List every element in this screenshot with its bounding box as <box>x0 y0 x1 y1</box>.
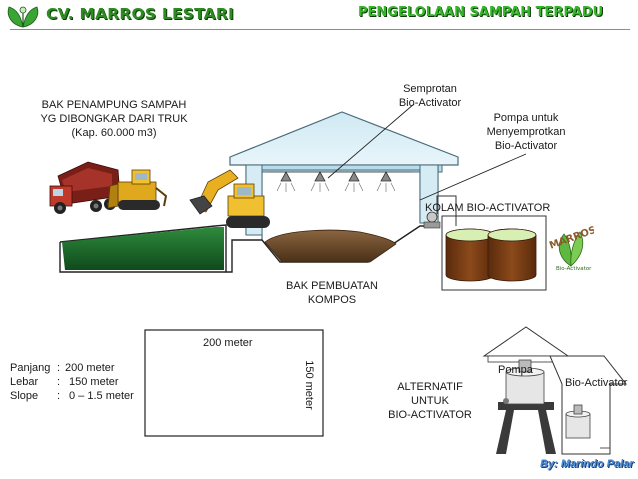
plot-width-label: 200 meter <box>203 337 253 349</box>
bak-penampung-label: BAK PENAMPUNG SAMPAH YG DIBONGKAR DARI T… <box>24 98 204 140</box>
bio-activator-label: Bio-Activator <box>565 377 628 389</box>
pump-unit-icon <box>423 195 457 229</box>
alternatif-line-1: ALTERNATIF <box>397 381 463 393</box>
semprotan-label: Semprotan Bio-Activator <box>390 82 470 110</box>
spec-row-lebar: Lebar : 150 meter <box>10 375 134 389</box>
pompa-menyemprot-line-3: Bio-Activator <box>494 140 558 152</box>
header-divider <box>10 29 630 30</box>
bulldozer <box>107 169 168 210</box>
plot-outline <box>144 329 324 437</box>
pompa-menyemprot-line-2: Menyemprotkan <box>486 126 566 138</box>
bak-penampung-line-2: YG DIBONGKAR DARI TRUK <box>40 113 188 125</box>
sprayer-pipe <box>268 171 412 192</box>
bak-penampung-line-3: (Kap. 60.000 m3) <box>71 127 157 139</box>
spec-sep: : <box>57 362 61 374</box>
pompa-menyemprot-line-1: Pompa untuk <box>493 112 559 124</box>
excavator <box>189 169 270 228</box>
kolam-tanks <box>441 215 547 291</box>
callout-lines <box>327 103 527 201</box>
marros-logo: MARROS Bio-Activator <box>548 225 598 272</box>
spec-sep: : <box>57 390 61 402</box>
pompa-label: Pompa <box>498 364 533 376</box>
page-title: PENGELOLAAN SAMPAH TERPADU <box>358 5 604 20</box>
author-credit: By: Marindo Palar <box>540 458 634 470</box>
semprotan-line-2: Bio-Activator <box>398 97 462 109</box>
spec-row-panjang: Panjang : 200 meter <box>10 361 134 375</box>
alternatif-line-2: UNTUK <box>411 395 449 407</box>
spec-row-slope: Slope : 0 – 1.5 meter <box>10 389 134 403</box>
spec-value: 200 meter <box>65 362 115 374</box>
pompa-menyemprot-label: Pompa untuk Menyemprotkan Bio-Activator <box>476 111 576 153</box>
svg-text:Bio-Activator: Bio-Activator <box>556 266 592 272</box>
company-name: CV. MARROS LESTARI <box>46 5 234 23</box>
bak-pembuatan-line-2: KOMPOS <box>307 294 357 306</box>
alternative-station <box>482 326 628 455</box>
specs-list: Panjang : 200 meter Lebar : 150 meter Sl… <box>10 361 134 403</box>
ground-profile <box>59 224 440 273</box>
svg-text:MARROS: MARROS <box>548 226 594 252</box>
spec-key: Panjang <box>10 362 51 374</box>
spec-value: 0 – 1.5 meter <box>69 390 134 402</box>
plot-height-label: 150 meter <box>303 360 315 410</box>
spec-sep: : <box>57 376 61 388</box>
alternatif-line-3: BIO-ACTIVATOR <box>388 409 472 421</box>
bak-pembuatan-label: BAK PEMBUATAN KOMPOS <box>270 279 394 307</box>
alternatif-label: ALTERNATIF UNTUK BIO-ACTIVATOR <box>378 380 482 422</box>
spec-key: Slope <box>10 390 39 402</box>
bak-pembuatan-line-1: BAK PEMBUATAN <box>286 280 378 292</box>
bak-penampung-line-1: BAK PENAMPUNG SAMPAH <box>41 99 187 111</box>
kolam-label: KOLAM BIO-ACTIVATOR <box>425 202 551 214</box>
spec-value: 150 meter <box>69 376 119 388</box>
semprotan-line-1: Semprotan <box>403 83 457 95</box>
company-logo-icon <box>3 3 43 31</box>
spec-key: Lebar <box>10 376 39 388</box>
dump-truck <box>49 161 121 214</box>
